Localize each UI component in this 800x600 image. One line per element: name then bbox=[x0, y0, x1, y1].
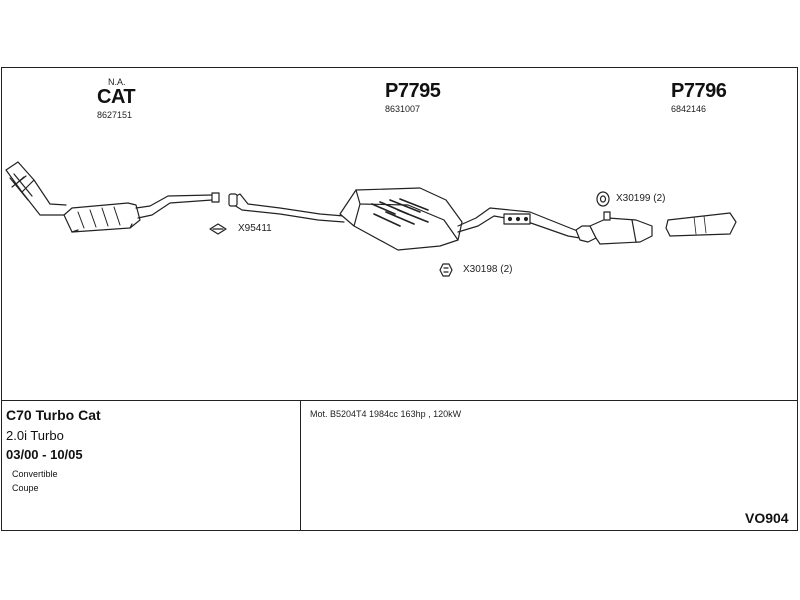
diagram-reference: VO904 bbox=[745, 510, 789, 526]
cat-note: N.A. bbox=[108, 77, 126, 87]
catalytic-converter-part[interactable] bbox=[5, 161, 220, 233]
rubber-mount-icon[interactable] bbox=[596, 191, 610, 207]
x30199-label[interactable]: X30199 (2) bbox=[616, 193, 666, 204]
x30198-label[interactable]: X30198 (2) bbox=[463, 264, 513, 275]
p7796-label[interactable]: P7796 bbox=[671, 80, 727, 102]
p7796-rear-silencer-part[interactable] bbox=[575, 211, 737, 245]
vehicle-engine: 2.0i Turbo bbox=[6, 428, 64, 443]
p7795-middle-silencer-part[interactable] bbox=[228, 187, 581, 251]
cat-label[interactable]: CAT bbox=[97, 86, 136, 108]
cat-code: 8627151 bbox=[97, 110, 133, 120]
p7796-code: 6842146 bbox=[671, 104, 707, 114]
p7795-label[interactable]: P7795 bbox=[385, 80, 441, 102]
info-divider-vertical bbox=[300, 400, 301, 531]
motor-spec: Mot. B5204T4 1984cc 163hp , 120kW bbox=[310, 409, 462, 419]
vehicle-dates: 03/00 - 10/05 bbox=[6, 447, 83, 462]
rubber-mount-icon[interactable] bbox=[439, 263, 453, 277]
gasket-icon[interactable] bbox=[209, 223, 227, 235]
diagram-frame bbox=[1, 67, 798, 531]
p7795-code: 8631007 bbox=[385, 104, 421, 114]
vehicle-model: C70 Turbo Cat bbox=[6, 407, 101, 423]
body-type-convertible: Convertible bbox=[12, 469, 58, 479]
x95411-label[interactable]: X95411 bbox=[238, 223, 272, 234]
info-divider-horizontal bbox=[1, 400, 798, 401]
body-type-coupe: Coupe bbox=[12, 483, 39, 493]
